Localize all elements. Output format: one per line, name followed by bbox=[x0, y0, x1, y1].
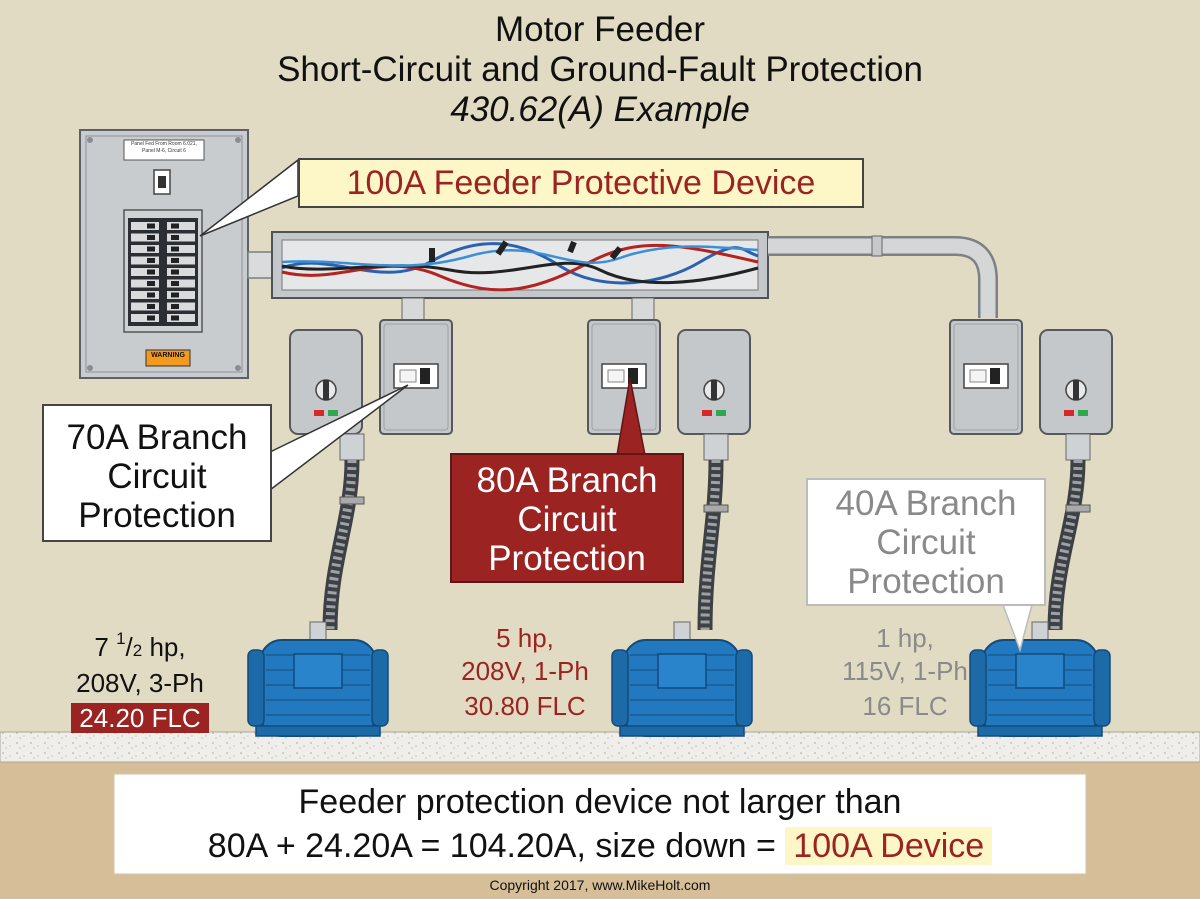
motor-3 bbox=[969, 621, 1111, 737]
motor-2 bbox=[611, 621, 753, 737]
branch-callout-80a: 80A Branch Circuit Protection bbox=[450, 453, 684, 583]
summary-line-2: 80A + 24.20A = 104.20A, size down = 100A… bbox=[114, 824, 1086, 868]
summary-text: Feeder protection device not larger than… bbox=[114, 780, 1086, 868]
motor-2-hp: 5 hp, bbox=[496, 623, 554, 653]
motor-1-hp-unit: hp, bbox=[149, 632, 186, 662]
motor-1-flc: 24.20 FLC bbox=[71, 703, 209, 733]
conduit-elbow bbox=[768, 236, 998, 318]
motor-1-hp-denominator: 2 bbox=[132, 641, 143, 660]
motor-2-voltage: 208V, 1-Ph bbox=[461, 656, 589, 686]
branch-70a-line-2: Circuit bbox=[107, 457, 207, 496]
motor-3-specs: 1 hp, 115V, 1-Ph 16 FLC bbox=[805, 622, 1005, 723]
branch-80a-line-3: Protection bbox=[488, 539, 646, 578]
motor-1-hp-numerator: 1 bbox=[116, 629, 126, 648]
branch-40a-line-3: Protection bbox=[847, 562, 1005, 601]
disconnect-2 bbox=[587, 319, 661, 435]
motor-controller-3 bbox=[1039, 329, 1113, 435]
summary-line-1: Feeder protection device not larger than bbox=[298, 783, 902, 821]
motor-1-voltage: 208V, 3-Ph bbox=[76, 668, 204, 698]
motor-2-specs: 5 hp, 208V, 1-Ph 30.80 FLC bbox=[425, 622, 625, 723]
disconnect-1 bbox=[379, 319, 453, 435]
panel-warning-label: WARNING bbox=[151, 352, 185, 359]
motor-3-voltage: 115V, 1-Ph bbox=[842, 656, 968, 686]
panel-label-line-1: Panel Fed From Room 6.021, bbox=[131, 141, 197, 147]
branch-callout-40a: 40A Branch Circuit Protection bbox=[806, 478, 1046, 606]
branch-70a-line-3: Protection bbox=[78, 496, 236, 535]
branch-80a-line-1: 80A Branch bbox=[476, 461, 658, 500]
panelboard bbox=[79, 129, 249, 379]
motor-3-hp: 1 hp, bbox=[876, 623, 934, 653]
motor-controller-1 bbox=[289, 329, 363, 435]
concrete-slab bbox=[0, 731, 1200, 763]
motor-2-flc: 30.80 FLC bbox=[464, 691, 586, 721]
copyright: Copyright 2017, www.MikeHolt.com bbox=[489, 877, 711, 893]
title-line-3: 430.62(A) Example bbox=[450, 90, 750, 129]
branch-40a-line-2: Circuit bbox=[876, 523, 976, 562]
motor-1-specs: 7 1/2 hp, 208V, 3-Ph 24.20 FLC bbox=[40, 622, 240, 735]
flex-conduits bbox=[322, 433, 1091, 631]
summary-calculation: 80A + 24.20A = 104.20A, size down = bbox=[207, 827, 786, 865]
motor-1-hp: 7 1/2 hp, bbox=[94, 629, 186, 662]
summary-highlight: 100A Device bbox=[785, 827, 993, 865]
motor-controller-2 bbox=[677, 329, 751, 435]
title-line-2: Short-Circuit and Ground-Fault Protectio… bbox=[277, 50, 923, 89]
branch-callout-70a: 70A Branch Circuit Protection bbox=[42, 404, 272, 542]
branch-40a-line-1: 40A Branch bbox=[835, 484, 1017, 523]
motor-3-flc: 16 FLC bbox=[862, 691, 948, 721]
disconnect-3 bbox=[949, 319, 1023, 435]
motor-1-hp-whole: 7 bbox=[94, 632, 109, 662]
panel-nipple bbox=[247, 251, 275, 279]
wireway-trough bbox=[271, 231, 769, 323]
feeder-callout: 100A Feeder Protective Device bbox=[298, 158, 864, 208]
branch-70a-line-1: 70A Branch bbox=[66, 418, 248, 457]
panel-label: Panel Fed From Room 6.021, Panel M-6, Ci… bbox=[124, 141, 204, 155]
title-line-1: Motor Feeder bbox=[494, 10, 706, 49]
motor-1 bbox=[247, 621, 389, 737]
branch-80a-line-2: Circuit bbox=[517, 500, 617, 539]
panel-label-line-2: Panel M-6, Circuit 6 bbox=[142, 148, 186, 154]
